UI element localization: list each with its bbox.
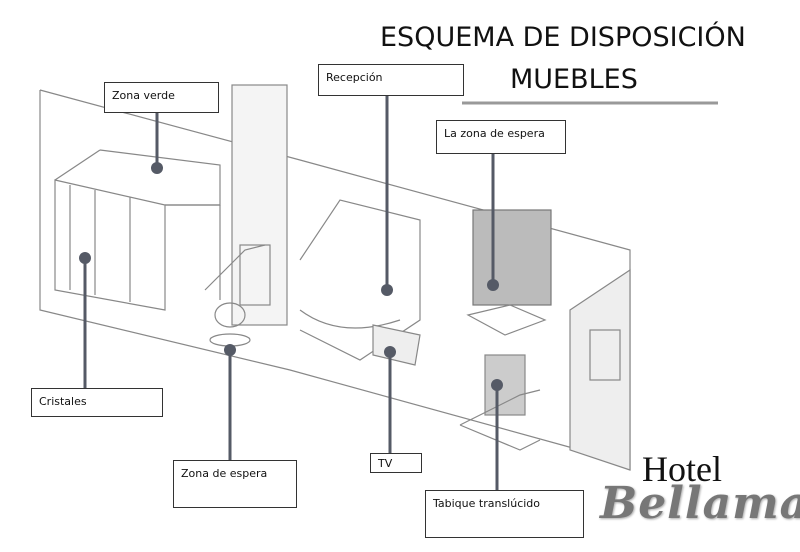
logo-hotel: Hotel bbox=[642, 449, 722, 489]
title-line1: ESQUEMA DE DISPOSICIÓN bbox=[380, 22, 746, 53]
logo-bellamar: Bellamar bbox=[600, 478, 800, 529]
dot-zona-verde bbox=[151, 162, 163, 174]
label-tabique: Tabique translúcido bbox=[425, 490, 584, 538]
dot-tabique bbox=[491, 379, 503, 391]
dot-zona-espera-top bbox=[487, 279, 499, 291]
label-tv: TV bbox=[370, 453, 422, 473]
label-zona-verde: Zona verde bbox=[104, 82, 219, 113]
label-recepcion: Recepción bbox=[318, 64, 464, 96]
label-zona-espera-top: La zona de espera bbox=[436, 120, 566, 154]
dot-cristales bbox=[79, 252, 91, 264]
leader-lines bbox=[83, 95, 499, 490]
dot-zona-espera-bottom bbox=[224, 344, 236, 356]
label-zona-espera-bottom: Zona de espera bbox=[173, 460, 297, 508]
label-cristales: Cristales bbox=[31, 388, 163, 417]
leader-dots bbox=[79, 162, 503, 391]
dot-tv bbox=[384, 346, 396, 358]
dot-recepcion bbox=[381, 284, 393, 296]
title-line2: MUEBLES bbox=[510, 64, 638, 95]
